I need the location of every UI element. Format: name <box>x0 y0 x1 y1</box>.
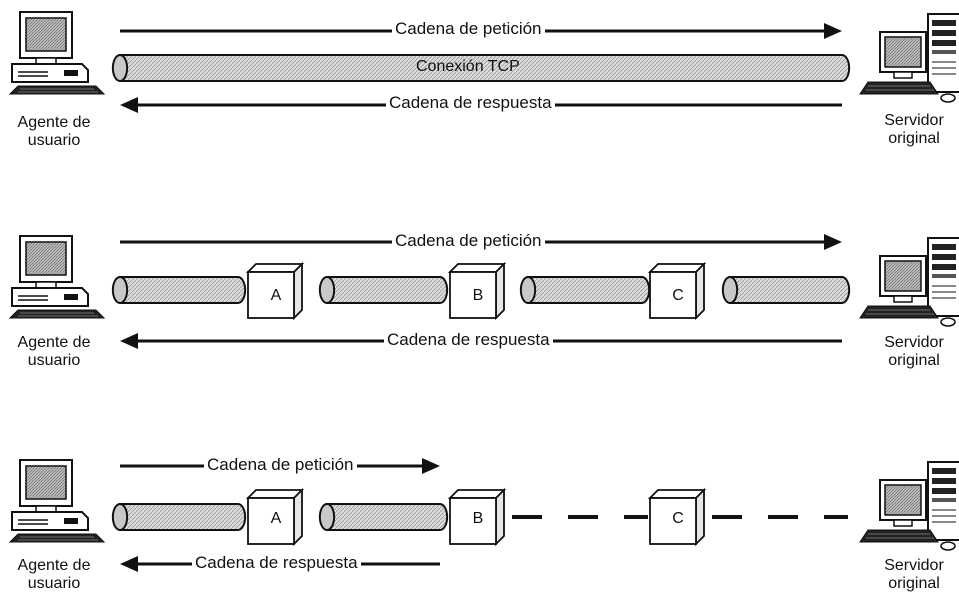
origin-server-icon <box>859 237 959 327</box>
intermediary-b-box <box>447 261 507 321</box>
origin-server-icon <box>859 13 959 103</box>
user-agent-computer-icon <box>9 235 105 319</box>
intermediary-c-box <box>647 261 707 321</box>
intermediary-b-box <box>447 487 507 547</box>
request-chain-label: Cadena de petición <box>392 19 545 39</box>
connection-tube-a-b <box>318 276 449 304</box>
intermediary-c-label: C <box>672 510 684 527</box>
connection-tube-b-c <box>519 276 651 304</box>
origin-server-icon <box>859 461 959 551</box>
response-chain-label: Cadena de respuesta <box>384 330 553 350</box>
intermediary-a-label: A <box>270 510 282 527</box>
user-agent-computer-icon <box>9 11 105 95</box>
user-agent-computer-icon <box>9 459 105 543</box>
connection-tube-ua-a <box>111 503 247 531</box>
request-chain-label: Cadena de petición <box>392 231 545 251</box>
response-chain-label: Cadena de respuesta <box>192 553 361 573</box>
intermediary-a-box <box>245 487 305 547</box>
tcp-connection-label: Conexión TCP <box>416 58 520 75</box>
tcp-connection-tube <box>111 54 851 82</box>
connection-tube-a-b <box>318 503 449 531</box>
request-chain-label: Cadena de petición <box>204 455 357 475</box>
connection-tube-ua-a <box>111 276 247 304</box>
intermediary-c-box <box>647 487 707 547</box>
intermediary-a-box <box>245 261 305 321</box>
connection-tube-c-server <box>721 276 851 304</box>
response-chain-label: Cadena de respuesta <box>386 93 555 113</box>
intermediary-b-label: B <box>472 510 484 527</box>
intermediary-c-label: C <box>672 287 684 304</box>
intermediary-b-label: B <box>472 287 484 304</box>
intermediary-a-label: A <box>270 287 282 304</box>
